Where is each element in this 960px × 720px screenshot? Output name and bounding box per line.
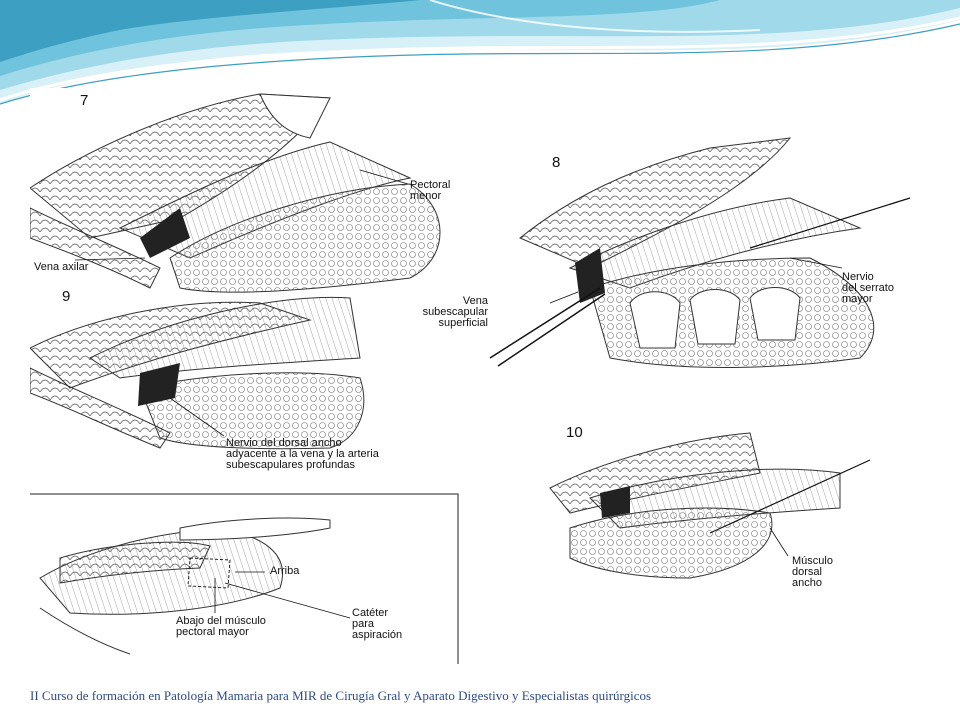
footer-caption: II Curso de formación en Patología Mamar… bbox=[30, 688, 652, 703]
panel-9-drawing bbox=[29, 296, 365, 450]
label-pectoral-menor: Pectoral menor bbox=[410, 179, 451, 202]
surgical-illustration: 7 8 9 10 Pectoral menor Vena axilar Vena… bbox=[29, 88, 938, 664]
panel-10-number: 10 bbox=[566, 424, 583, 441]
label-musculo-dorsal-ancho: Músculo dorsal ancho bbox=[792, 555, 833, 589]
label-vena-axilar: Vena axilar bbox=[34, 261, 89, 273]
panel-7-drawing bbox=[29, 93, 441, 293]
label-nervio-dorsal-ancho: Nervio del dorsal ancho adyacente a la v… bbox=[226, 437, 379, 471]
panel-10-drawing bbox=[549, 432, 871, 579]
header-wave-decoration bbox=[0, 0, 960, 105]
panel-7-number: 7 bbox=[80, 92, 89, 109]
label-arriba: Arriba bbox=[270, 565, 300, 577]
label-cateter-aspiracion: Catéter para aspiración bbox=[352, 607, 403, 641]
label-nervio-serrato: Nervio del serrato mayor bbox=[842, 271, 894, 305]
panel-11-drawing bbox=[30, 493, 459, 664]
panel-8-number: 8 bbox=[552, 154, 561, 171]
label-vena-subescapular: Vena subescapular superficial bbox=[422, 295, 488, 329]
panel-8-drawing bbox=[489, 137, 911, 368]
surgical-drawing bbox=[29, 93, 911, 664]
panel-9-number: 9 bbox=[62, 288, 71, 305]
label-abajo-musculo: Abajo del músculo pectoral mayor bbox=[176, 615, 266, 638]
